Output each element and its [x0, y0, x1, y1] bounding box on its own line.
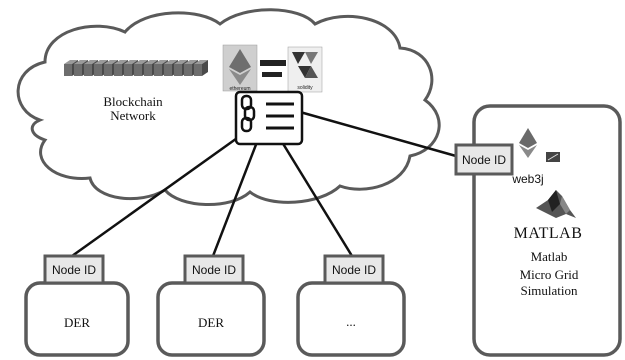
- chain-block-top: [144, 60, 158, 64]
- matlab-wordmark: MATLAB: [514, 225, 583, 242]
- der-label-1: DER: [64, 315, 90, 330]
- node-id-label-1: Node ID: [52, 263, 96, 277]
- chain-block-top: [104, 60, 118, 64]
- matlab-subtitle-line1: Micro Grid: [520, 267, 579, 282]
- der-node-3: Node ID ...: [296, 254, 406, 357]
- matlab-node-id-label: Node ID: [462, 153, 506, 167]
- chain-block-top: [84, 60, 98, 64]
- ethereum-caption: ethereum: [229, 86, 250, 92]
- chain-block: [74, 64, 82, 76]
- node-id-label-3: Node ID: [332, 263, 376, 277]
- chain-block-top: [154, 60, 168, 64]
- matlab-title: Matlab: [531, 249, 568, 264]
- link-line-der1: [71, 134, 241, 258]
- chain-block-top: [194, 60, 208, 64]
- matlab-panel: Node ID web3j MATLAB Matlab Micro Grid S…: [454, 104, 622, 357]
- link-line-der3: [280, 141, 354, 257]
- der-label-2: DER: [198, 315, 224, 330]
- chain-block: [114, 64, 122, 76]
- link-line-matlab: [299, 110, 457, 158]
- der-node-2: Node ID DER: [156, 254, 266, 357]
- ethereum-logo-icon: ethereum: [222, 44, 258, 92]
- chain-block: [174, 64, 182, 76]
- web3j-logo-icon: web3j: [511, 128, 544, 186]
- blockchain-chain-icon: [64, 60, 208, 76]
- chain-block: [84, 64, 92, 76]
- link-bar-2: [262, 72, 282, 77]
- chain-block-top: [74, 60, 88, 64]
- chain-block: [144, 64, 152, 76]
- chain-block: [64, 64, 72, 76]
- cloud-label-line2: Network: [110, 108, 156, 123]
- chain-block-top: [124, 60, 138, 64]
- chain-block-side: [202, 60, 208, 76]
- web3j-caption: web3j: [511, 172, 543, 186]
- der-label-3: ...: [346, 314, 356, 329]
- blockchain-cloud: [16, 8, 441, 207]
- chain-block-top: [64, 60, 78, 64]
- smart-contract-icon: [234, 90, 304, 146]
- link-line-der2: [211, 141, 259, 257]
- chain-block-top: [174, 60, 188, 64]
- chain-block-top: [94, 60, 108, 64]
- chain-block: [194, 64, 202, 76]
- chain-block: [184, 64, 192, 76]
- chain-block: [104, 64, 112, 76]
- der-node-1: Node ID DER: [24, 254, 130, 357]
- chain-block-top: [114, 60, 128, 64]
- solidity-caption: solidity: [297, 85, 313, 91]
- cloud-label-line1: Blockchain: [103, 94, 163, 109]
- small-badge-icon: [546, 152, 560, 162]
- solidity-logo-icon: solidity: [287, 46, 323, 93]
- matlab-logo-icon: [536, 190, 576, 218]
- node-id-label-2: Node ID: [192, 263, 236, 277]
- chain-block: [94, 64, 102, 76]
- chain-block-top: [164, 60, 178, 64]
- chain-block: [134, 64, 142, 76]
- chain-block-top: [134, 60, 148, 64]
- link-bar: [260, 60, 286, 66]
- matlab-subtitle-line2: Simulation: [520, 283, 578, 298]
- chain-block: [154, 64, 162, 76]
- chain-block-top: [184, 60, 198, 64]
- chain-block: [164, 64, 172, 76]
- chain-block: [124, 64, 132, 76]
